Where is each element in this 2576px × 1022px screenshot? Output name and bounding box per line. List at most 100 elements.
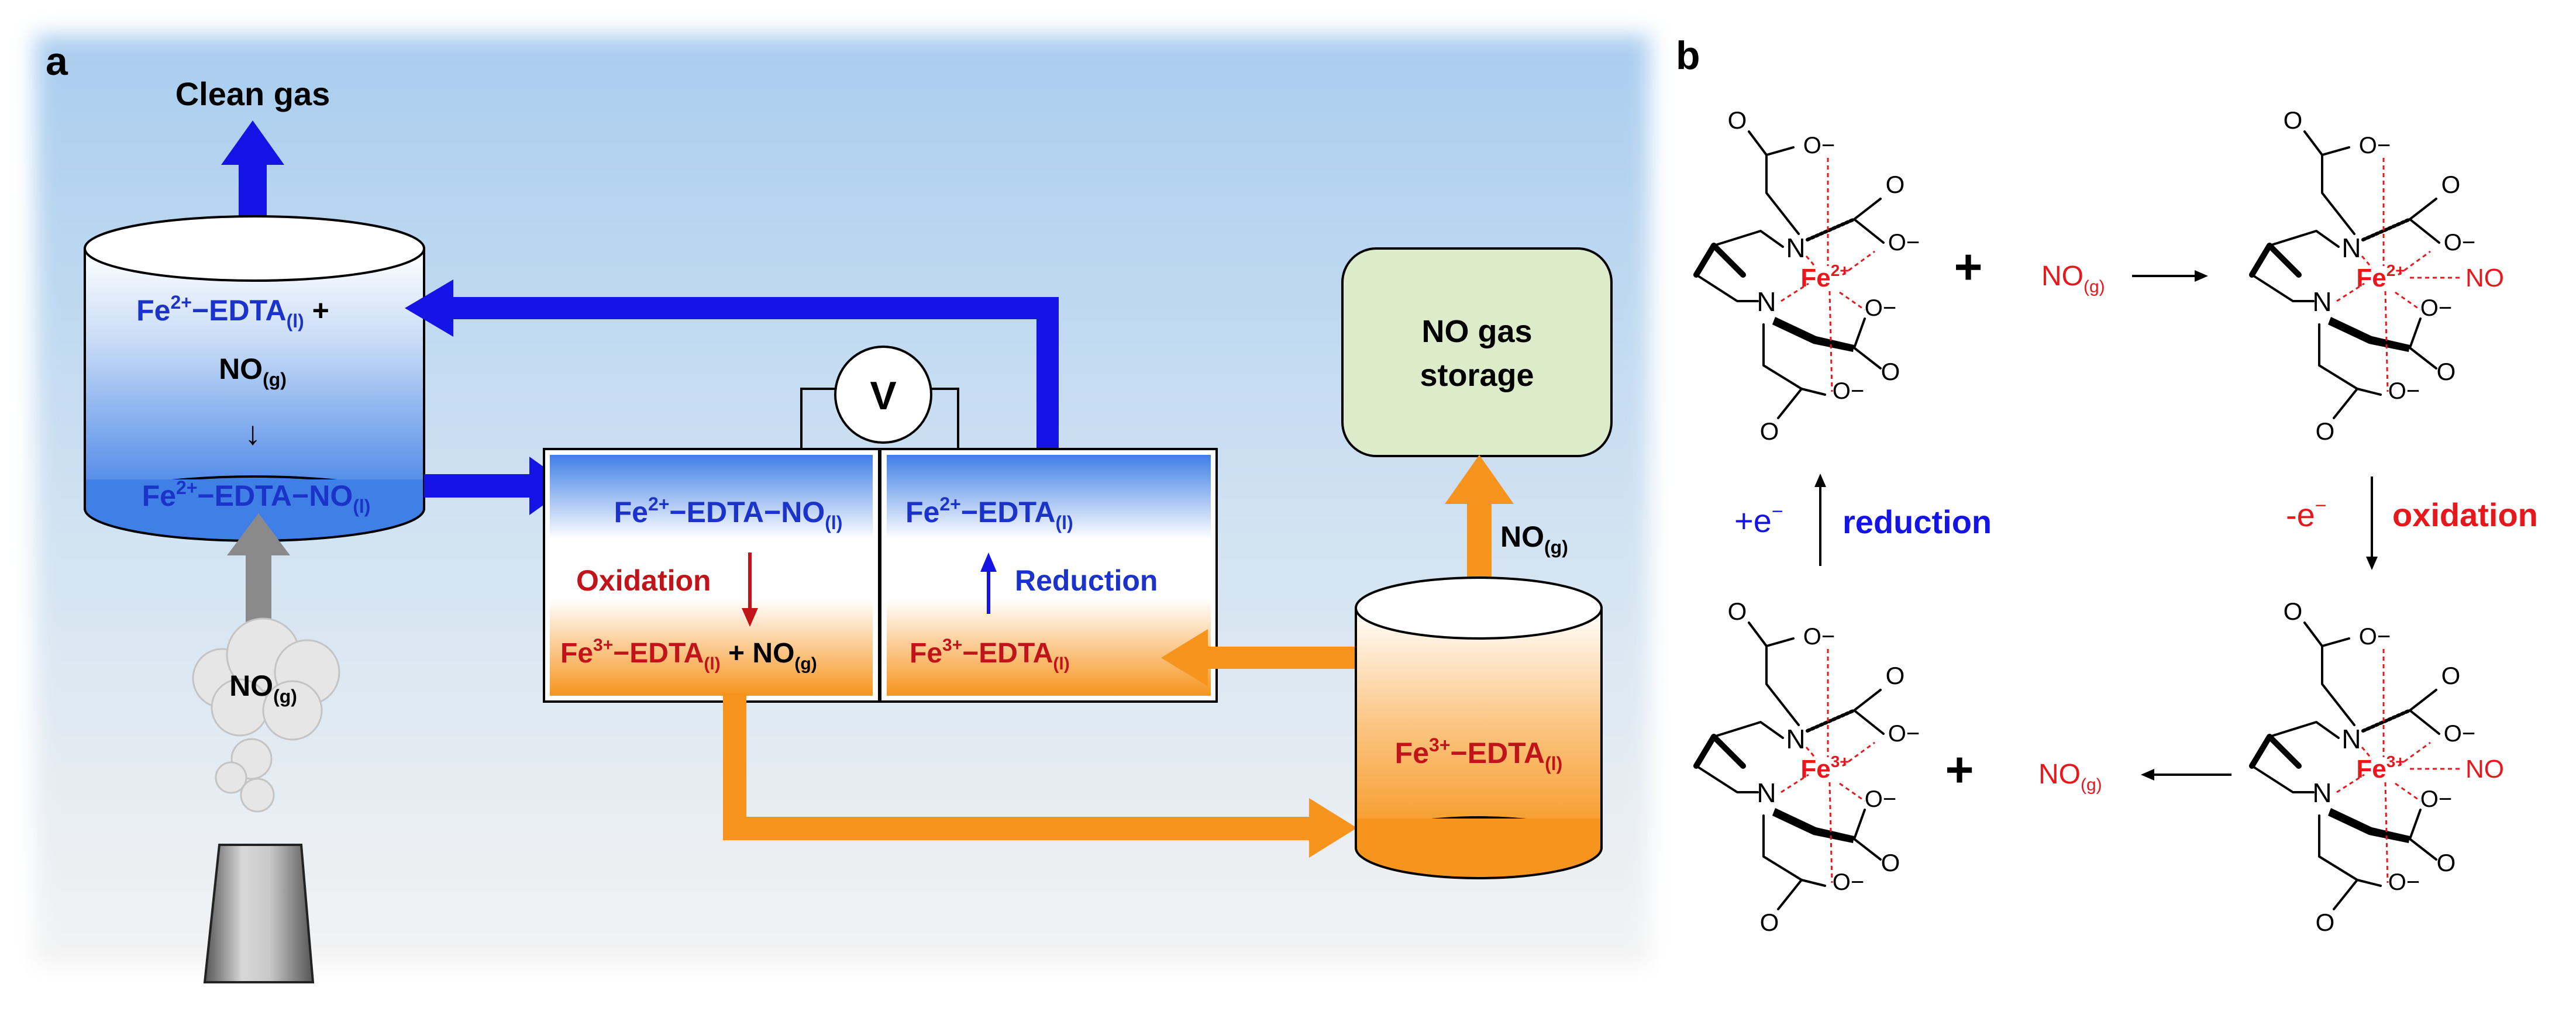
coordination-bond-lower-right bbox=[2395, 291, 2421, 311]
oxygen-right-anion: O− bbox=[1888, 230, 1920, 255]
coordination-bond-bottom bbox=[2384, 782, 2389, 883]
coordination-bond-right bbox=[1842, 741, 1875, 767]
acetate-arm-right-hashed bbox=[1806, 217, 1856, 241]
oxygen-bottom-double: O bbox=[2316, 417, 2335, 445]
flow-arrow-anode-to-tank bbox=[723, 693, 1357, 858]
ethylene-bridge bbox=[2249, 734, 2302, 769]
coordination-bond-lower-right bbox=[1839, 782, 1865, 802]
nitrogen-lower: N bbox=[2312, 286, 2332, 317]
oxygen-top-double: O bbox=[2284, 598, 2303, 625]
oxygen-top-anion: O− bbox=[1803, 133, 1835, 158]
carboxyl-right-double bbox=[1853, 198, 1882, 220]
storage-label-line-1: NO gas bbox=[1421, 314, 1532, 349]
iron-center: Fe3+ bbox=[2356, 752, 2405, 783]
absorber-cylinder bbox=[84, 215, 425, 542]
carboxyl-lower-double bbox=[1853, 347, 1882, 370]
absorber-line-1: Fe2+−EDTA(l) + bbox=[136, 292, 329, 332]
oxygen-right-double: O bbox=[1886, 171, 1905, 198]
oxygen-top-anion: O− bbox=[2359, 133, 2391, 158]
tank-species: Fe3+−EDTA(l) bbox=[1395, 734, 1563, 774]
acetate-arm-right-hashed bbox=[2361, 217, 2412, 241]
nitrogen-upper: N bbox=[1786, 233, 1805, 263]
storage-label-line-2: storage bbox=[1420, 358, 1534, 393]
carboxyl-lower-single bbox=[2409, 317, 2422, 349]
oxygen-bottom-double: O bbox=[1760, 417, 1779, 445]
coordination-bond-bottom bbox=[1828, 291, 1833, 392]
oxygen-bottom-double: O bbox=[1760, 909, 1779, 936]
bottom-plus-sign: + bbox=[1945, 742, 1974, 797]
cathode-bottom-species: Fe3+−EDTA(l) bbox=[910, 636, 1070, 674]
cathode-process-arrow bbox=[980, 553, 997, 614]
backbone-lower bbox=[2251, 765, 2315, 793]
reduction-arrow bbox=[1814, 474, 1826, 566]
cathode-process-label: Reduction bbox=[1015, 564, 1158, 597]
coordination-bond-bottom bbox=[2384, 291, 2389, 392]
coordination-bond-n-lower bbox=[1781, 774, 1809, 793]
carboxyl-right-single bbox=[2409, 709, 2440, 735]
oxygen-lower-double: O bbox=[1881, 849, 1900, 876]
nitrosyl-ligand: NO bbox=[2465, 264, 2504, 292]
nitrogen-upper: N bbox=[2341, 233, 2361, 263]
coordination-bond-bottom bbox=[1828, 782, 1833, 883]
acetate-arm-lower-wedge bbox=[1772, 317, 1854, 352]
bottom-no-product: NO(g) bbox=[2038, 759, 2102, 795]
oxygen-top-anion: O− bbox=[1803, 624, 1835, 650]
acetate-arm-top bbox=[1748, 622, 1800, 726]
carboxyl-top bbox=[1765, 146, 1795, 156]
nitrogen-lower: N bbox=[1757, 778, 1776, 808]
flow-arrow-cathode-to-absorber bbox=[405, 279, 1059, 455]
clean-gas-label: Clean gas bbox=[175, 75, 330, 112]
carboxyl-bottom-double bbox=[1777, 388, 1803, 419]
coordination-bond-n-upper bbox=[2361, 747, 2373, 759]
carboxyl-bottom-double bbox=[2333, 388, 2358, 419]
oxygen-lower-anion: O− bbox=[2420, 295, 2452, 321]
oxygen-bottom-double: O bbox=[2316, 909, 2335, 936]
anode-bottom-species: Fe3+−EDTA(l) + NO(g) bbox=[560, 636, 817, 674]
carboxyl-right-double bbox=[2409, 689, 2437, 712]
flow-arrow-tank-to-cathode bbox=[1161, 629, 1369, 686]
carboxyl-bottom-double bbox=[2333, 879, 2358, 910]
fe3-edta-tank bbox=[1355, 576, 1603, 879]
carboxyl-top bbox=[1765, 637, 1795, 647]
iron-center: Fe3+ bbox=[1800, 752, 1849, 783]
no-gas-storage bbox=[1341, 247, 1613, 457]
voltmeter: V bbox=[834, 346, 932, 444]
nitrogen-upper: N bbox=[1786, 724, 1805, 754]
anode-top-species: Fe2+−EDTA−NO(l) bbox=[614, 493, 843, 533]
smoke-stack bbox=[203, 844, 315, 983]
carboxyl-top bbox=[2321, 637, 2350, 647]
panel-b-label: b bbox=[1676, 33, 1700, 78]
absorber-line-3: Fe2+−EDTA−NO(l) bbox=[142, 477, 371, 517]
carboxyl-top bbox=[2321, 146, 2350, 156]
storage-flow-label: NO(g) bbox=[1500, 520, 1568, 558]
acetate-arm-bottom bbox=[2318, 814, 2382, 887]
oxygen-right-anion: O− bbox=[2444, 230, 2475, 255]
coordination-bond-n-upper bbox=[1805, 255, 1817, 268]
carboxyl-lower-double bbox=[1853, 838, 1882, 861]
flue-gas-label: NO(g) bbox=[229, 669, 297, 707]
oxidation-arrow bbox=[2366, 477, 2378, 570]
carboxyl-lower-single bbox=[2409, 809, 2422, 840]
oxygen-lower-double: O bbox=[2437, 358, 2456, 385]
absorber-reaction-arrow: ↓ bbox=[244, 415, 261, 451]
coordination-bond-n-upper bbox=[2361, 255, 2373, 268]
coordination-bond-n-lower bbox=[1781, 282, 1809, 302]
reduction-electron: +e− bbox=[1734, 500, 1783, 539]
voltmeter-circuit bbox=[800, 388, 959, 450]
carboxyl-lower-double bbox=[2409, 838, 2437, 861]
acetate-arm-bottom bbox=[2318, 323, 2382, 396]
carboxyl-right-single bbox=[2409, 218, 2440, 244]
oxygen-right-double: O bbox=[2441, 662, 2461, 689]
coordination-bond-n-lower bbox=[2336, 282, 2365, 302]
ethylene-bridge bbox=[1693, 734, 1746, 769]
top-no-reactant: NO(g) bbox=[2041, 261, 2105, 296]
ethylene-bridge bbox=[1693, 243, 1746, 278]
panel-a-label: a bbox=[46, 39, 68, 84]
cathode-compartment bbox=[887, 455, 1211, 696]
acetate-arm-top bbox=[1748, 130, 1800, 235]
carboxyl-bottom-double bbox=[1777, 879, 1803, 910]
nitrogen-lower: N bbox=[2312, 778, 2332, 808]
coordination-bond-n-upper bbox=[1805, 747, 1817, 759]
oxygen-lower-double: O bbox=[2437, 849, 2456, 876]
